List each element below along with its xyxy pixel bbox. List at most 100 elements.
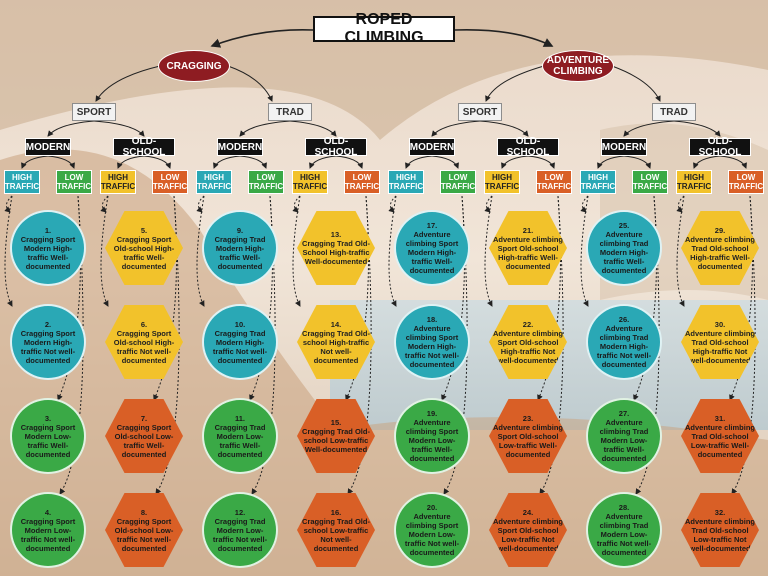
outcome-number: 22.	[522, 319, 534, 329]
outcome-number: 16.	[330, 507, 342, 517]
outcome-number: 7.	[140, 413, 148, 423]
outcome-number: 4.	[44, 507, 52, 517]
outcome-number: 10.	[234, 319, 246, 329]
outcome-number: 5.	[140, 225, 148, 235]
era-old-school: OLD-SCHOOL	[689, 136, 751, 158]
outcome-number: 11.	[234, 413, 245, 423]
outcome-description: Cragging Trad Old-School High-traffic We…	[302, 239, 370, 266]
outcome-label: 14.Cragging Trad Old-school High-traffic…	[297, 320, 375, 365]
outcome-circle: 2.Cragging Sport Modern High-traffic Not…	[10, 304, 86, 380]
outcome-number: 18.	[426, 315, 438, 324]
style-sport-adventure: SPORT	[458, 103, 502, 121]
outcome-circle: 12.Cragging Trad Modern Low-traffic Not …	[202, 492, 278, 568]
outcome-description: Cragging Trad Modern Low-traffic Not wel…	[212, 516, 268, 553]
outcome-number: 25.	[618, 221, 630, 230]
traffic-high-tag: HIGH TRAFFIC	[100, 170, 136, 194]
outcome-label: 17.Adventure climbing Sport Modern High-…	[396, 221, 468, 275]
outcome-description: Cragging Trad Modern Low-traffic Well-do…	[214, 422, 266, 459]
outcome-number: 8.	[140, 507, 148, 517]
traffic-low-tag: LOW TRAFFIC	[632, 170, 668, 194]
outcome-circle: 4.Cragging Sport Modern Low-traffic Not …	[10, 492, 86, 568]
outcome-number: 14.	[330, 319, 342, 329]
outcome-description: Adventure climbing Sport Modern High-tra…	[405, 230, 459, 275]
outcome-description: Adventure climbing Trad Modern High-traf…	[596, 324, 652, 369]
outcome-number: 23.	[522, 413, 534, 423]
outcome-label: 32.Adventure climbing Trad Old-school Lo…	[681, 508, 759, 553]
outcome-label: 7.Cragging Sport Old-school Low-traffic …	[105, 414, 183, 459]
outcome-description: Adventure climbing Trad Old-school Low-t…	[685, 516, 756, 553]
outcome-label: 2.Cragging Sport Modern High-traffic Not…	[12, 320, 84, 365]
outcome-number: 15.	[330, 418, 342, 427]
outcome-label: 11.Cragging Trad Modern Low-traffic Well…	[204, 414, 276, 459]
outcome-description: Adventure climbing Sport Modern Low-traf…	[405, 418, 459, 463]
outcome-label: 9.Cragging Trad Modern High-traffic Well…	[204, 226, 276, 271]
outcome-label: 3.Cragging Sport Modern Low-traffic Well…	[12, 414, 84, 459]
outcome-description: Cragging Sport Modern High-traffic Well-…	[20, 234, 76, 271]
outcome-description: Adventure climbing Trad Old-school High-…	[685, 234, 756, 271]
outcome-hexagon: 7.Cragging Sport Old-school Low-traffic …	[105, 399, 183, 473]
outcome-label: 29.Adventure climbing Trad Old-school Hi…	[681, 226, 759, 271]
outcome-number: 24.	[522, 507, 534, 517]
outcome-number: 9.	[236, 225, 244, 235]
outcome-description: Cragging Sport Modern High-traffic Not w…	[20, 328, 76, 365]
traffic-high-tag: HIGH TRAFFIC	[580, 170, 616, 194]
outcome-hexagon: 30.Adventure climbing Trad Old-school Hi…	[681, 305, 759, 379]
traffic-high-tag: HIGH TRAFFIC	[4, 170, 40, 194]
outcome-number: 30.	[714, 319, 726, 329]
traffic-low-tag: LOW TRAFFIC	[536, 170, 572, 194]
outcome-number: 26.	[618, 315, 630, 324]
outcome-label: 20.Adventure climbing Sport Modern Low-t…	[396, 503, 468, 557]
outcome-label: 31.Adventure climbing Trad Old-school Lo…	[681, 414, 759, 459]
outcome-circle: 11.Cragging Trad Modern Low-traffic Well…	[202, 398, 278, 474]
outcome-circle: 19.Adventure climbing Sport Modern Low-t…	[394, 398, 470, 474]
outcome-description: Cragging Sport Old-school Low-traffic We…	[114, 422, 174, 459]
outcome-label: 30.Adventure climbing Trad Old-school Hi…	[681, 320, 759, 365]
outcome-label: 28.Adventure climbing Trad Modern Low-tr…	[588, 503, 660, 557]
outcome-hexagon: 14.Cragging Trad Old-school High-traffic…	[297, 305, 375, 379]
outcome-number: 2.	[44, 319, 52, 329]
outcome-label: 23.Adventure climbing Sport Old-school L…	[489, 414, 567, 459]
outcome-description: Adventure climbing Sport Old-school Low-…	[493, 422, 564, 459]
outcome-description: Cragging Sport Old-school High-traffic N…	[113, 328, 175, 365]
era-modern: MODERN	[217, 138, 263, 156]
outcome-number: 28.	[618, 503, 630, 512]
outcome-description: Cragging Sport Old-school High-traffic W…	[113, 234, 175, 271]
outcome-description: Cragging Trad Old-school Low-traffic Wel…	[302, 427, 370, 454]
traffic-low-tag: LOW TRAFFIC	[344, 170, 380, 194]
outcome-description: Cragging Trad Modern High-traffic Well-d…	[214, 234, 266, 271]
outcome-description: Adventure climbing Trad Modern Low-traff…	[596, 512, 652, 557]
outcome-label: 21.Adventure climbing Sport Old-school H…	[489, 226, 567, 271]
outcome-label: 18.Adventure climbing Sport Modern High-…	[396, 315, 468, 369]
outcome-number: 17.	[426, 221, 438, 230]
outcome-circle: 28.Adventure climbing Trad Modern Low-tr…	[586, 492, 662, 568]
outcome-label: 13.Cragging Trad Old-School High-traffic…	[297, 230, 375, 266]
style-trad-cragging: TRAD	[268, 103, 312, 121]
style-sport-cragging: SPORT	[72, 103, 116, 121]
outcome-label: 8.Cragging Sport Old-school Low-traffic …	[105, 508, 183, 553]
outcome-circle: 17.Adventure climbing Sport Modern High-…	[394, 210, 470, 286]
outcome-description: Cragging Sport Old-school Low-traffic No…	[114, 516, 174, 553]
outcome-number: 19.	[426, 409, 438, 418]
era-old-school: OLD-SCHOOL	[305, 136, 367, 158]
category-adventure-climbing: ADVENTURE CLIMBING	[542, 50, 614, 82]
outcome-circle: 10.Cragging Trad Modern High-traffic Not…	[202, 304, 278, 380]
era-modern: MODERN	[25, 138, 71, 156]
outcome-hexagon: 15.Cragging Trad Old-school Low-traffic …	[297, 399, 375, 473]
outcome-description: Adventure climbing Trad Old-school High-…	[685, 328, 756, 365]
outcome-description: Adventure climbing Sport Old-school Low-…	[493, 516, 564, 553]
outcome-number: 1.	[44, 225, 52, 235]
outcome-description: Adventure climbing Trad Modern High-traf…	[599, 230, 649, 275]
traffic-high-tag: HIGH TRAFFIC	[292, 170, 328, 194]
era-old-school: OLD-SCHOOL	[497, 136, 559, 158]
outcome-label: 16.Cragging Trad Old-school Low-traffic …	[297, 508, 375, 553]
traffic-low-tag: LOW TRAFFIC	[440, 170, 476, 194]
outcome-label: 25.Adventure climbing Trad Modern High-t…	[588, 221, 660, 275]
style-trad-adventure: TRAD	[652, 103, 696, 121]
outcome-description: Cragging Trad Old-school High-traffic No…	[302, 328, 370, 365]
outcome-label: 22.Adventure climbing Sport Old-school H…	[489, 320, 567, 365]
traffic-high-tag: HIGH TRAFFIC	[676, 170, 712, 194]
outcome-number: 12.	[234, 507, 246, 517]
outcome-label: 15.Cragging Trad Old-school Low-traffic …	[297, 418, 375, 454]
outcome-description: Adventure climbing Trad Modern Low-traff…	[599, 418, 649, 463]
